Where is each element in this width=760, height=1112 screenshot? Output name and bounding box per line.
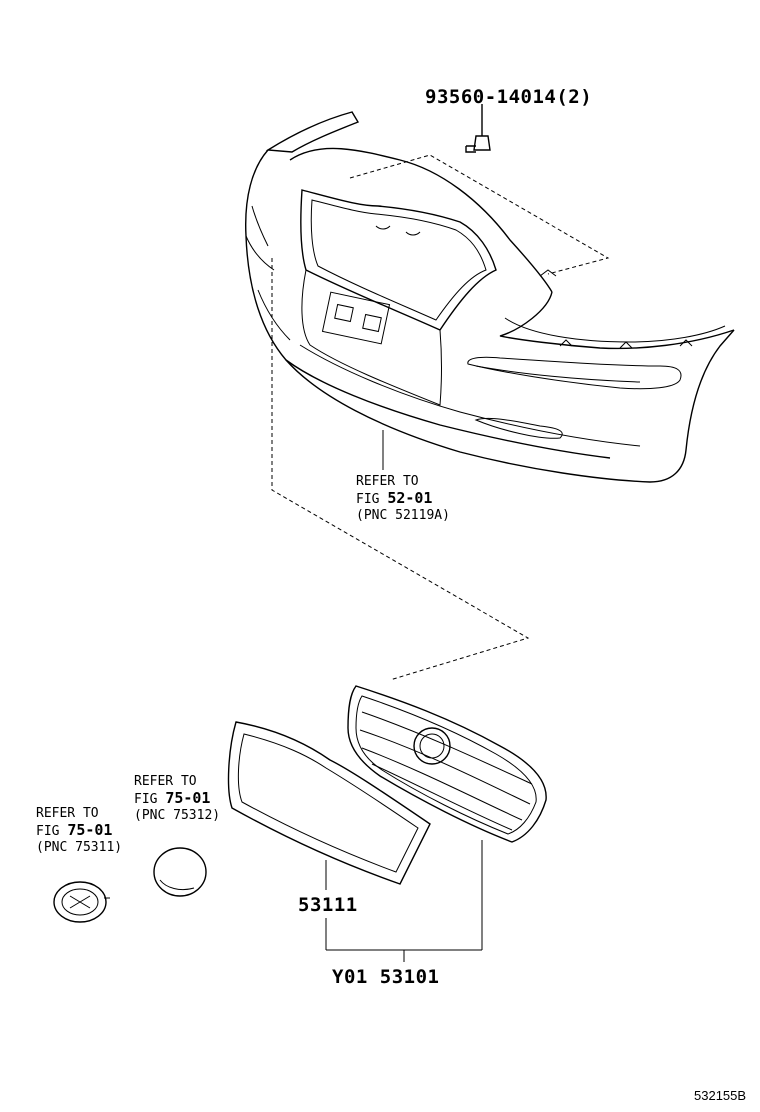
emblem-ref-line1: REFER TO — [36, 806, 99, 821]
gasket-part-number: 53111 — [298, 894, 358, 916]
bolt-part-number: 93560-14014(2) — [425, 86, 593, 108]
ornament-ref-fig: FIG 75-01 — [134, 789, 211, 807]
assembly-part-number: Y01 53101 — [332, 966, 440, 988]
leader-dashed-lines — [271, 154, 610, 681]
front-bumper-drawing — [244, 111, 735, 483]
bolt-drawing — [465, 104, 491, 153]
bumper-ref-fig: FIG 52-01 — [356, 489, 433, 507]
ornament-drawing — [153, 847, 207, 897]
gasket-drawing — [227, 721, 431, 885]
bumper-ref-pnc: (PNC 52119A) — [356, 508, 450, 523]
ornament-ref-line1: REFER TO — [134, 774, 197, 789]
diagram-code: 532155B — [694, 1088, 747, 1103]
emblem-ref-pnc: (PNC 75311) — [36, 840, 123, 855]
ornament-reference: REFER TO FIG 75-01 (PNC 75312) — [134, 774, 220, 824]
bumper-reference: REFER TO FIG 52-01 (PNC 52119A) — [356, 474, 450, 524]
grille-drawing — [347, 685, 547, 950]
emblem-reference: REFER TO FIG 75-01 (PNC 75311) — [36, 806, 122, 856]
assembly-bracket — [325, 860, 482, 962]
ornament-ref-pnc: (PNC 75312) — [134, 808, 221, 823]
emblem-ref-fig: FIG 75-01 — [36, 821, 113, 839]
emblem-drawing — [53, 881, 110, 923]
bumper-ref-line1: REFER TO — [356, 474, 419, 489]
